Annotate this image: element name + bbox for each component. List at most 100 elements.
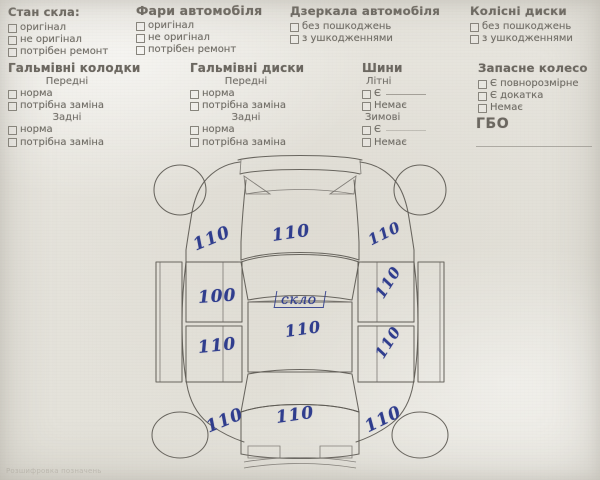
option-label: з ушкодженнями	[302, 33, 393, 45]
option-label: норма	[20, 88, 53, 99]
checkbox-icon[interactable]	[136, 33, 145, 43]
summer-tire-write-line[interactable]	[385, 93, 426, 95]
section-brake-discs: Гальмівні диски Передні норма потрібна з…	[190, 62, 304, 149]
option-label: з ушкодженнями	[482, 33, 573, 45]
tires-group-summer-label: Літні	[366, 76, 392, 87]
brake-discs-rear-option-0[interactable]: норма	[190, 124, 304, 136]
section-lpg-title: ГБО	[476, 116, 510, 132]
section-spare-wheel: Запасне колесо Є повнорозмірне Є докатка…	[478, 62, 588, 115]
option-label: не оригінал	[148, 32, 210, 44]
checkbox-icon[interactable]	[478, 91, 487, 101]
option-label: Немає	[374, 136, 407, 148]
checkbox-icon[interactable]	[136, 46, 145, 55]
option-label: Є повнорозмірне	[490, 78, 579, 89]
roof-label: скло	[281, 292, 317, 308]
checkbox-icon[interactable]	[8, 101, 17, 111]
measurement-rear-left-door: 110	[196, 334, 238, 358]
brake-discs-front-option-0[interactable]: норма	[190, 88, 304, 100]
option-label: Є	[374, 124, 381, 136]
section-mirrors-title: Дзеркала автомобіля	[290, 4, 440, 18]
option-label: норма	[202, 88, 235, 99]
checkbox-icon[interactable]	[470, 34, 479, 44]
section-tires-title: Шини	[362, 61, 403, 75]
checkbox-icon[interactable]	[136, 21, 145, 31]
headlights-option-0[interactable]: оригінал	[136, 20, 262, 32]
section-tires: Шини Літні Є Немає Зимові Є Немає	[362, 62, 428, 149]
mirrors-option-1[interactable]: з ушкодженнями	[290, 33, 440, 45]
lpg-write-line[interactable]	[476, 146, 592, 147]
winter-tire-write-line[interactable]	[385, 130, 426, 131]
option-label: Є докатка	[490, 90, 544, 102]
glass-option-1[interactable]: не оригінал	[8, 34, 108, 46]
tires-summer-option-0[interactable]: Є	[362, 88, 428, 100]
wheels-option-0[interactable]: без пошкоджень	[470, 21, 573, 33]
option-label: Немає	[374, 100, 407, 112]
brake-discs-rear-option-1[interactable]: потрібна заміна	[190, 137, 304, 149]
tires-summer-option-1[interactable]: Немає	[362, 100, 428, 112]
section-brake-pads-title: Гальмівні колодки	[8, 61, 141, 75]
option-label: потрібна заміна	[202, 100, 287, 112]
wheels-option-1[interactable]: з ушкодженнями	[470, 33, 573, 45]
option-label: потрібна заміна	[202, 136, 287, 148]
checkbox-icon[interactable]	[190, 89, 199, 99]
option-label: оригінал	[20, 22, 67, 33]
option-label: потрібен ремонт	[148, 44, 237, 56]
brake-pads-group-front-label: Передні	[45, 76, 89, 87]
brake-pads-rear-option-0[interactable]: норма	[8, 124, 140, 136]
option-label: Немає	[490, 102, 523, 114]
option-label: норма	[202, 124, 235, 136]
glass-option-0[interactable]: оригінал	[8, 22, 108, 34]
measurement-front-left-door: 100	[197, 285, 238, 308]
checkbox-icon[interactable]	[290, 22, 299, 32]
tires-winter-option-0[interactable]: Є	[362, 124, 428, 136]
brake-pads-rear-option-1[interactable]: потрібна заміна	[8, 137, 140, 149]
checkbox-icon[interactable]	[8, 35, 17, 45]
brake-pads-front-option-0[interactable]: норма	[8, 88, 140, 100]
option-label: Є	[374, 88, 381, 99]
brake-pads-group-rear-label: Задні	[52, 112, 82, 124]
checkbox-icon[interactable]	[362, 138, 371, 148]
option-label: без пошкоджень	[302, 21, 392, 32]
checkbox-icon[interactable]	[478, 104, 487, 113]
spare-wheel-option-0[interactable]: Є повнорозмірне	[478, 78, 588, 90]
option-label: потрібна заміна	[20, 136, 105, 148]
checkbox-icon[interactable]	[190, 138, 199, 148]
section-glass-title: Стан скла:	[8, 5, 80, 19]
section-brake-discs-title: Гальмівні диски	[190, 61, 305, 75]
tires-group-winter-label: Зимові	[365, 112, 401, 124]
section-wheels: Колісні диски без пошкоджень з ушкодженн…	[470, 5, 573, 45]
option-label: оригінал	[148, 20, 195, 31]
section-brake-pads: Гальмівні колодки Передні норма потрібна…	[8, 62, 140, 149]
brake-discs-group-rear-label: Задні	[231, 112, 261, 124]
checkbox-icon[interactable]	[190, 126, 199, 135]
headlights-option-2[interactable]: потрібен ремонт	[136, 44, 262, 56]
checkbox-icon[interactable]	[478, 79, 487, 89]
option-label: норма	[20, 124, 53, 136]
checkbox-icon[interactable]	[8, 89, 17, 99]
checkbox-icon[interactable]	[8, 23, 17, 33]
mirrors-option-0[interactable]: без пошкоджень	[290, 21, 440, 33]
section-wheels-title: Колісні диски	[470, 4, 567, 18]
brake-pads-front-option-1[interactable]: потрібна заміна	[8, 100, 140, 112]
option-label: потрібен ремонт	[20, 46, 109, 58]
checkbox-icon[interactable]	[362, 126, 371, 135]
spare-wheel-option-1[interactable]: Є докатка	[478, 90, 588, 102]
checkbox-icon[interactable]	[470, 22, 479, 32]
brake-discs-group-front-label: Передні	[224, 76, 268, 87]
headlights-option-1[interactable]: не оригінал	[136, 32, 262, 44]
checkbox-icon[interactable]	[362, 101, 371, 111]
checkbox-icon[interactable]	[8, 48, 17, 57]
car-body-paint-thickness-diagram	[120, 150, 480, 480]
checkbox-icon[interactable]	[190, 101, 199, 111]
section-headlights-title: Фари автомобіля	[136, 3, 263, 18]
checkbox-icon[interactable]	[290, 34, 299, 44]
spare-wheel-option-2[interactable]: Немає	[478, 102, 588, 114]
checkbox-icon[interactable]	[362, 89, 371, 99]
brake-discs-front-option-1[interactable]: потрібна заміна	[190, 100, 304, 112]
checkbox-icon[interactable]	[8, 126, 17, 135]
bottom-note: Розшифровка позначень	[6, 467, 102, 475]
tires-winter-option-1[interactable]: Немає	[362, 137, 428, 149]
checkbox-icon[interactable]	[8, 138, 17, 148]
option-label: без пошкоджень	[482, 21, 572, 32]
glass-option-2[interactable]: потрібен ремонт	[8, 46, 108, 58]
